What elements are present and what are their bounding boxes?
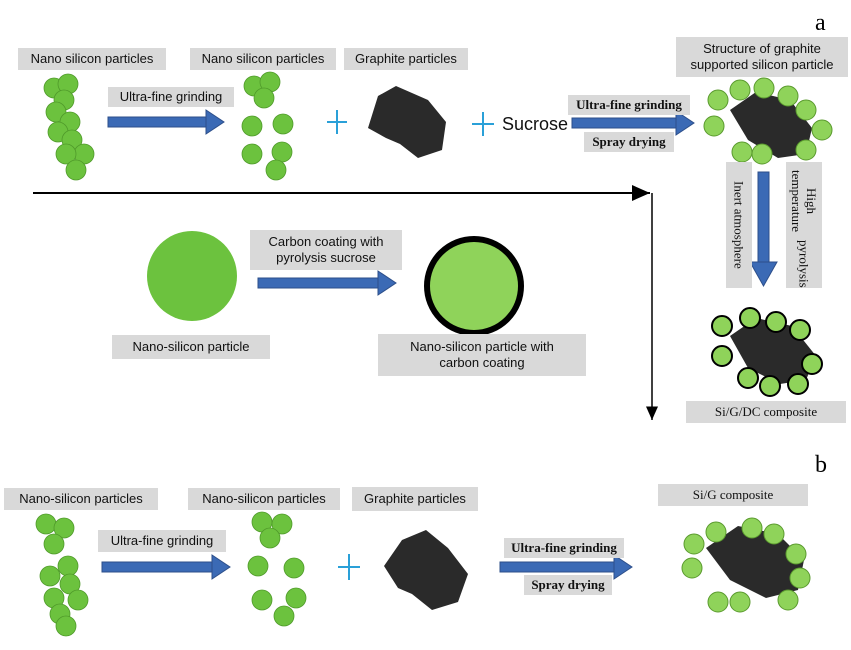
label-spray-drying-a: Spray drying bbox=[584, 132, 674, 152]
label-grinding-a1: Ultra-fine grinding bbox=[108, 87, 234, 107]
label-high-temp-pyrolysis: High temperature pyrolysis bbox=[786, 162, 822, 288]
label-nano-silicon-b2: Nano-silicon particles bbox=[188, 488, 340, 510]
si-g-composite bbox=[681, 517, 811, 613]
label-structure-line1: Structure of graphite bbox=[703, 41, 821, 56]
label-structure: Structure of graphite supported silicon … bbox=[676, 37, 848, 77]
label-coated-line2: carbon coating bbox=[439, 355, 525, 370]
flow-connector bbox=[33, 185, 658, 420]
label-inert-atmosphere: Inert atmosphere bbox=[726, 162, 752, 288]
arrow-grinding-a1 bbox=[107, 109, 225, 135]
label-si-g-composite: Si/G composite bbox=[658, 484, 808, 506]
label-nano-silicon-a1: Nano silicon particles bbox=[18, 48, 166, 70]
arrow-coating bbox=[257, 270, 397, 296]
graphite-supported-silicon bbox=[703, 77, 833, 165]
panel-label-b: b bbox=[815, 452, 827, 478]
plus-icon-b bbox=[338, 554, 360, 580]
arrow-spray-b bbox=[499, 554, 633, 580]
plus-icon-a1 bbox=[327, 110, 347, 134]
plus-icon-a2 bbox=[472, 112, 494, 136]
label-coated-line1: Nano-silicon particle with bbox=[410, 339, 554, 354]
coated-silicon-particle bbox=[424, 236, 524, 336]
label-si-g-dc-composite: Si/G/DC composite bbox=[686, 401, 846, 423]
label-grinding-b2: Ultra-fine grinding bbox=[504, 538, 624, 558]
label-graphite-a: Graphite particles bbox=[344, 48, 468, 70]
label-grinding-a2: Ultra-fine grinding bbox=[568, 95, 690, 115]
silicon-separated-b1 bbox=[247, 511, 307, 627]
label-spray-drying-b: Spray drying bbox=[524, 575, 612, 595]
nano-silicon-particle bbox=[147, 231, 237, 321]
label-sucrose: Sucrose bbox=[502, 114, 569, 134]
label-coated-particle: Nano-silicon particle with carbon coatin… bbox=[378, 334, 586, 376]
label-nano-silicon-a2: Nano silicon particles bbox=[190, 48, 336, 70]
graphite-particle-a bbox=[368, 86, 446, 158]
graphite-particle-b bbox=[384, 530, 468, 610]
label-grinding-b1: Ultra-fine grinding bbox=[98, 530, 226, 552]
arrow-spray-a bbox=[571, 110, 695, 136]
panel-label-a: a bbox=[815, 10, 826, 36]
label-graphite-b: Graphite particles bbox=[352, 487, 478, 511]
label-pyrolysis-line2: pyrolysis bbox=[796, 240, 812, 288]
label-pyrolysis-line1: High temperature bbox=[789, 170, 819, 233]
si-g-dc-composite bbox=[711, 307, 823, 397]
silicon-separated-a1 bbox=[241, 71, 294, 181]
arrow-grinding-b1 bbox=[101, 554, 231, 580]
arrow-pyrolysis bbox=[749, 171, 778, 288]
label-nano-silicon-b1: Nano-silicon particles bbox=[4, 488, 158, 510]
label-structure-line2: supported silicon particle bbox=[690, 57, 834, 72]
label-nano-particle: Nano-silicon particle bbox=[112, 335, 270, 359]
label-coating-line2: pyrolysis sucrose bbox=[276, 250, 376, 265]
silicon-cluster-a1 bbox=[43, 73, 95, 181]
label-coating-line1: Carbon coating with bbox=[268, 234, 384, 249]
label-carbon-coating: Carbon coating with pyrolysis sucrose bbox=[250, 230, 402, 270]
silicon-cluster-b1 bbox=[35, 513, 89, 637]
